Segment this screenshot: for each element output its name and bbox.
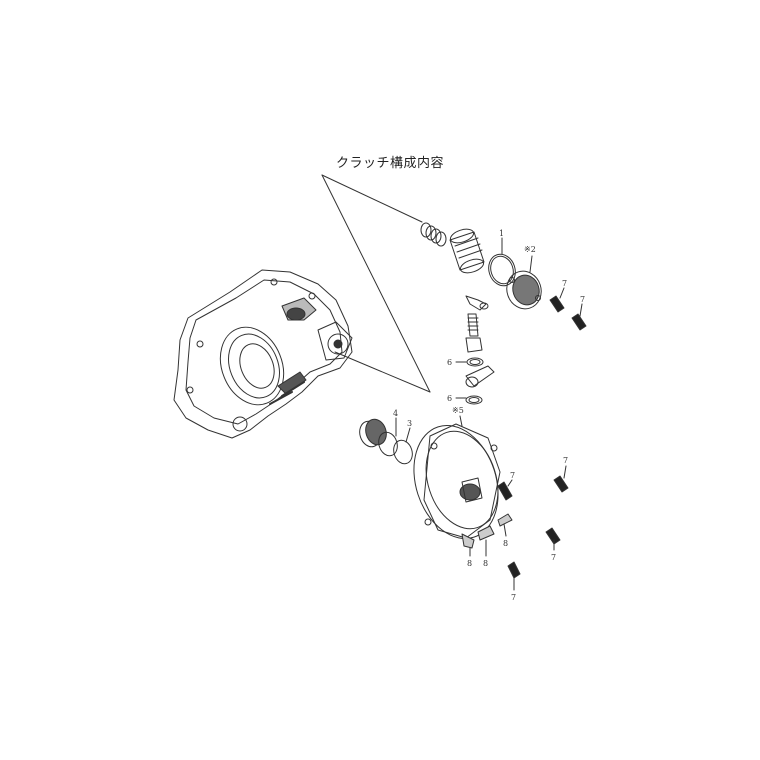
callout-1: 1 bbox=[499, 229, 504, 238]
crankcase-cover bbox=[173, 269, 353, 439]
callout-6a: 6 bbox=[447, 358, 452, 367]
callout-8b: 8 bbox=[483, 559, 488, 568]
callout-7c: 7 bbox=[510, 471, 515, 480]
bolt-part bbox=[497, 475, 569, 579]
callout-5: ※5 bbox=[452, 406, 464, 415]
callout-7a: 7 bbox=[562, 279, 567, 288]
callout-6b: 6 bbox=[447, 394, 452, 403]
callout-7b: 7 bbox=[580, 295, 585, 304]
clutch-cover-part bbox=[413, 423, 501, 540]
callout-4: 4 bbox=[393, 409, 398, 418]
filter-cap-part bbox=[506, 270, 542, 310]
pin-part bbox=[461, 513, 513, 549]
callout-7d: 7 bbox=[563, 456, 568, 465]
plug-and-o-rings bbox=[359, 418, 413, 465]
callout-2: ※2 bbox=[524, 245, 536, 254]
callout-8a: 8 bbox=[467, 559, 472, 568]
banjo-fitting bbox=[465, 295, 495, 405]
callout-3: 3 bbox=[407, 419, 412, 428]
callout-8c: 8 bbox=[503, 539, 508, 548]
callout-7e: 7 bbox=[551, 553, 556, 562]
callout-labels: 1 ※2 7 7 6 6 4 3 ※5 7 7 7 8 8 8 7 bbox=[393, 229, 585, 602]
callout-7f: 7 bbox=[511, 593, 516, 602]
filter-element bbox=[449, 228, 485, 274]
diagram-title: クラッチ構成内容 bbox=[336, 156, 445, 171]
spring-part bbox=[420, 222, 447, 247]
callout-leaders bbox=[395, 237, 583, 591]
bolt-part bbox=[549, 295, 587, 331]
assembly-leader-lines bbox=[321, 174, 431, 393]
